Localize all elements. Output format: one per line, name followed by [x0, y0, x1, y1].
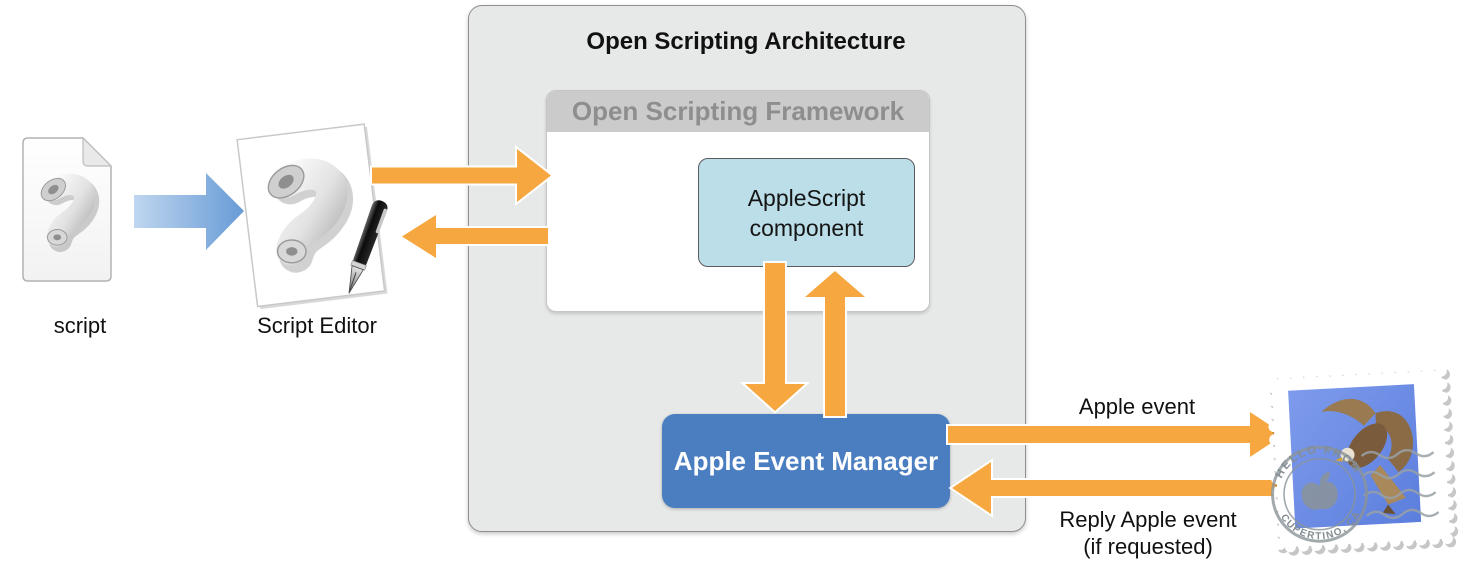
- reply-label-line2: (if requested): [1083, 534, 1213, 559]
- apple-event-manager-label: Apple Event Manager: [673, 445, 939, 476]
- mail-app-icon: HELLO FROM CUPERTINO, CA: [1265, 364, 1460, 557]
- osf-header-label: Open Scripting Framework: [571, 96, 905, 126]
- apple-event-manager-box: Apple Event Manager: [662, 414, 950, 508]
- cancellation-lines: [1360, 448, 1440, 520]
- reply-apple-event-label: Reply Apple event (if requested): [1038, 506, 1258, 560]
- pen-icon: [348, 200, 388, 294]
- folded-corner: [82, 136, 113, 167]
- script-file-icon: [22, 136, 113, 282]
- script-editor-label: Script Editor: [257, 313, 377, 338]
- osa-title: Open Scripting Architecture: [586, 28, 906, 55]
- osf-header: Open Scripting Framework: [547, 91, 929, 132]
- osf-box: Open Scripting Framework: [546, 90, 930, 312]
- apple-event-label: Apple event: [1078, 394, 1196, 419]
- script-editor-icon: [236, 123, 388, 310]
- apple-logo-icon: [1301, 471, 1338, 510]
- pen-nib: [348, 265, 364, 294]
- script-label: script: [53, 313, 107, 338]
- applescript-component-box: AppleScript component: [698, 158, 915, 267]
- reply-label-line1: Reply Apple event: [1059, 507, 1237, 532]
- pen-clip: [375, 208, 388, 234]
- script-to-editor-arrow: [134, 173, 244, 250]
- applescript-component-label: AppleScript component: [747, 184, 866, 241]
